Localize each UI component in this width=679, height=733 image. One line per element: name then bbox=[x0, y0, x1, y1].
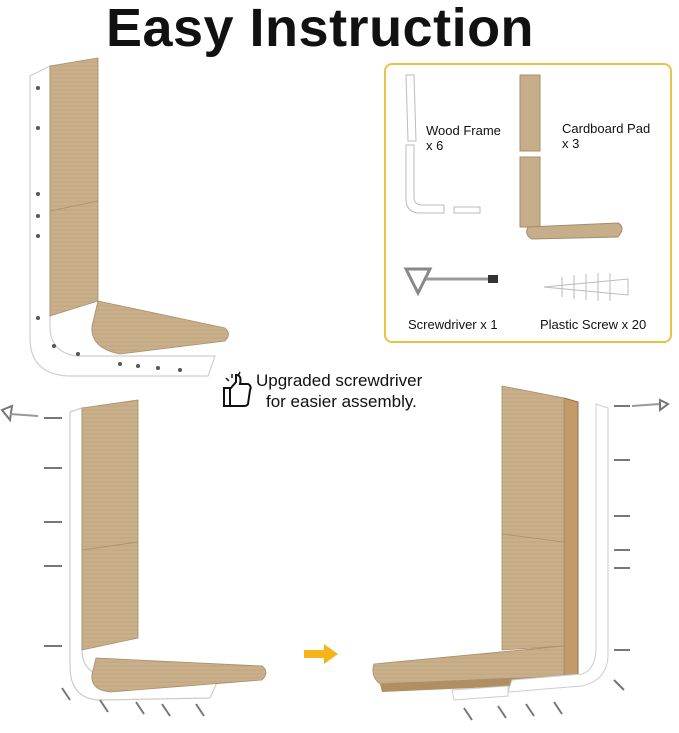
exploded-view-right-illustration bbox=[372, 385, 670, 721]
cardboard-pad-icon bbox=[519, 74, 623, 240]
arrow-right-icon bbox=[304, 644, 338, 664]
exploded-view-left-illustration bbox=[0, 399, 267, 717]
thumbs-up-icon bbox=[223, 371, 252, 407]
note-text: Upgraded screwdriver for easier assembly… bbox=[256, 371, 423, 411]
plastic-screw-icon bbox=[543, 273, 629, 301]
screwdriver-label: Screwdriver x 1 bbox=[408, 317, 498, 332]
page-title: Easy Instruction bbox=[105, 0, 535, 58]
wood-frame-icon bbox=[405, 74, 481, 214]
assembled-scratcher-illustration bbox=[29, 57, 229, 377]
plastic-screw-label: Plastic Screw x 20 bbox=[540, 317, 647, 332]
screwdriver-icon bbox=[403, 267, 498, 297]
